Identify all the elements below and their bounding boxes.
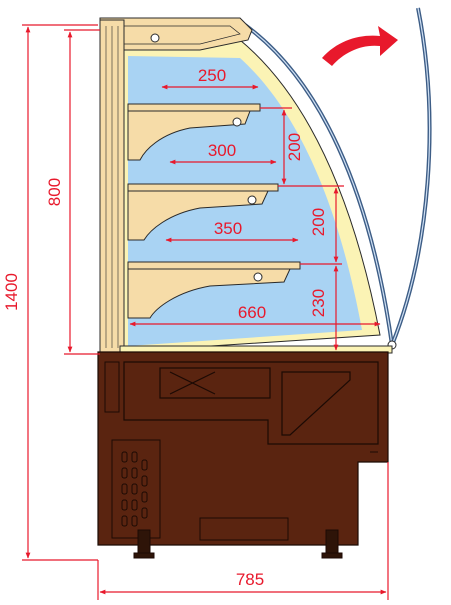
- front-glass-open: [390, 7, 432, 346]
- base-cabinet: [97, 351, 389, 546]
- curved-arrow-icon: [322, 26, 398, 66]
- label-display-height: 800: [45, 178, 64, 206]
- label-shelf-bottom: 350: [214, 219, 242, 238]
- shelf-bottom: [127, 261, 301, 319]
- label-shelf-top: 250: [198, 66, 226, 85]
- label-total-height: 1400: [2, 273, 21, 311]
- cabinet-feet: [133, 529, 343, 559]
- shelf-middle: [127, 183, 279, 241]
- label-depth: 785: [236, 570, 264, 589]
- label-gap-middle: 200: [309, 208, 328, 236]
- label-gap-upper: 200: [285, 133, 304, 161]
- label-gap-lower: 230: [309, 289, 328, 317]
- label-interior-depth: 660: [238, 303, 266, 322]
- shelf-top: [127, 103, 261, 161]
- label-shelf-middle: 300: [208, 141, 236, 160]
